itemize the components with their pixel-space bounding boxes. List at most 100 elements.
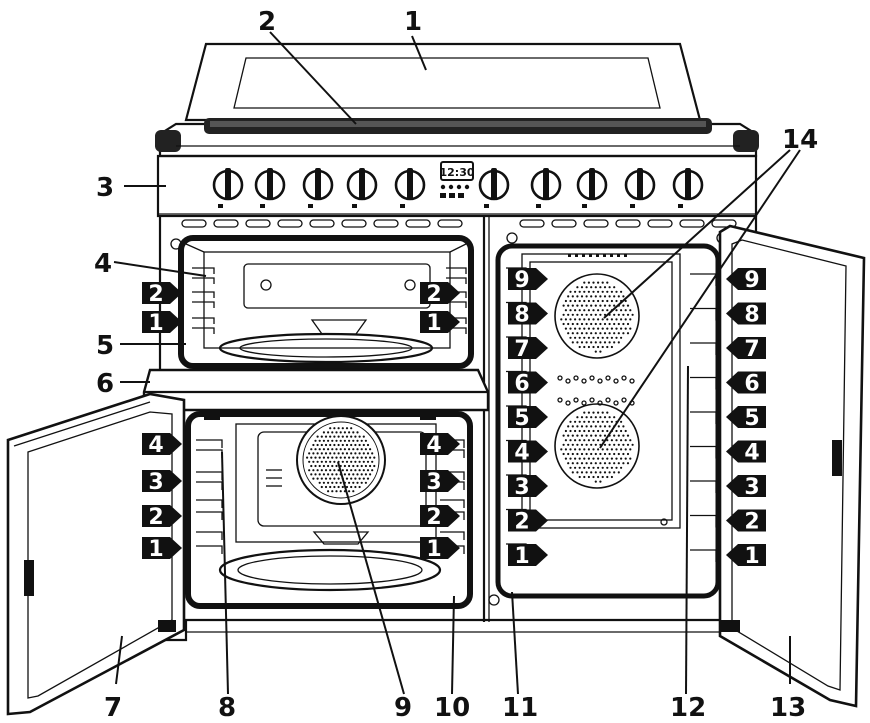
fan-hole (345, 485, 349, 489)
fan-hole (599, 295, 602, 298)
vent-dot (589, 375, 595, 381)
fan-hole (343, 456, 346, 459)
fan-hole (562, 452, 565, 456)
fan-hole (576, 286, 579, 289)
vent-dot (581, 400, 587, 406)
fan-hole (352, 490, 355, 493)
fan-hole (316, 435, 319, 438)
fan-hole (333, 427, 336, 430)
fan-hole (601, 281, 604, 284)
fan-hole (350, 469, 353, 472)
fan-hole (626, 322, 630, 326)
rack-level-number: 2 (148, 505, 163, 530)
callout-numbers: 1 2 3 4 5 6 7 8 9 10 11 12 13 14 (94, 7, 818, 723)
rack-runner (690, 342, 717, 355)
control-knob[interactable] (254, 168, 286, 208)
rack-runner (446, 277, 467, 284)
fan-hole (610, 299, 614, 303)
fan-hole (610, 457, 614, 460)
fan-hole (580, 434, 584, 437)
rack-level-tag: 5 (726, 406, 766, 431)
fan-hole (617, 295, 620, 298)
vent-dot (621, 397, 627, 403)
clock-display[interactable]: 12:30 (439, 161, 475, 198)
fan-hole (626, 462, 630, 465)
rack-level-tag: 4 (420, 433, 460, 458)
fan-hole (583, 420, 586, 423)
fan-hole (312, 443, 315, 447)
fan-hole (615, 318, 618, 321)
fan-hole (366, 460, 370, 463)
fan-hole (567, 304, 570, 307)
fan-hole (356, 439, 359, 442)
fan-hole (585, 471, 588, 474)
fan-hole (331, 481, 334, 484)
rack-runner (196, 481, 223, 490)
rack-level-tag: 9 (726, 268, 766, 293)
fan-hole (366, 443, 370, 447)
fan-hole (574, 309, 577, 312)
fan-hole (583, 475, 586, 479)
fan-hole (350, 477, 353, 480)
fan-hole (362, 443, 365, 447)
fan-hole (324, 443, 328, 447)
fan-hole (603, 295, 607, 298)
fan-hole (327, 481, 330, 484)
fan-hole (583, 318, 586, 321)
fan-hole (318, 448, 321, 451)
control-knob[interactable] (394, 168, 426, 208)
fan-hole (613, 304, 616, 307)
fan-hole (580, 443, 584, 446)
fan-hole (620, 336, 623, 339)
fan-hole (599, 425, 602, 428)
fan-hole (599, 313, 602, 316)
control-knob[interactable] (346, 168, 378, 208)
fan-hole (629, 309, 632, 312)
vent-dot (573, 397, 579, 403)
control-knob[interactable] (672, 168, 704, 208)
fan-hole (356, 456, 359, 459)
control-knob[interactable] (530, 168, 562, 208)
fan-hole (626, 434, 630, 437)
callout-4: 4 (94, 249, 112, 279)
fan-hole (585, 462, 588, 465)
control-knob[interactable] (576, 168, 608, 208)
vent-dot (605, 375, 611, 381)
rack-level-number: 2 (744, 510, 759, 535)
fan-hole (331, 439, 334, 442)
fan-hole (613, 443, 616, 446)
fan-hole (308, 460, 311, 463)
rack-level-number: 8 (514, 303, 529, 328)
vent-dot (613, 378, 619, 384)
fan-hole (610, 336, 614, 339)
vent-slot (437, 219, 463, 228)
control-knob[interactable] (624, 168, 656, 208)
rack-level-tag: 8 (508, 302, 548, 328)
fan-hole (610, 318, 614, 321)
fan-hole (603, 322, 607, 326)
control-knob[interactable] (212, 168, 244, 208)
fan-hole (576, 313, 579, 316)
fan-hole (569, 290, 572, 293)
callout-14: 14 (782, 125, 818, 155)
fan-hole (590, 462, 593, 465)
control-knob[interactable] (302, 168, 334, 208)
control-knob[interactable] (478, 168, 510, 208)
fan-hole (333, 443, 336, 447)
rack-level-tag: 3 (420, 470, 460, 495)
rack-level-number: 3 (744, 475, 759, 500)
fan-hole (615, 309, 618, 312)
fan-hole (337, 427, 340, 430)
fan-hole (331, 464, 334, 468)
fan-hole (569, 457, 572, 460)
fan-hole (603, 341, 607, 344)
fan-hole (603, 304, 607, 307)
fan-hole (608, 332, 611, 335)
fan-hole (597, 466, 600, 469)
fan-hole (594, 322, 597, 326)
fan-hole (320, 460, 323, 463)
fan-hole (613, 434, 616, 437)
fan-hole (622, 332, 625, 335)
fan-hole (617, 322, 620, 326)
fan-hole (583, 290, 586, 293)
